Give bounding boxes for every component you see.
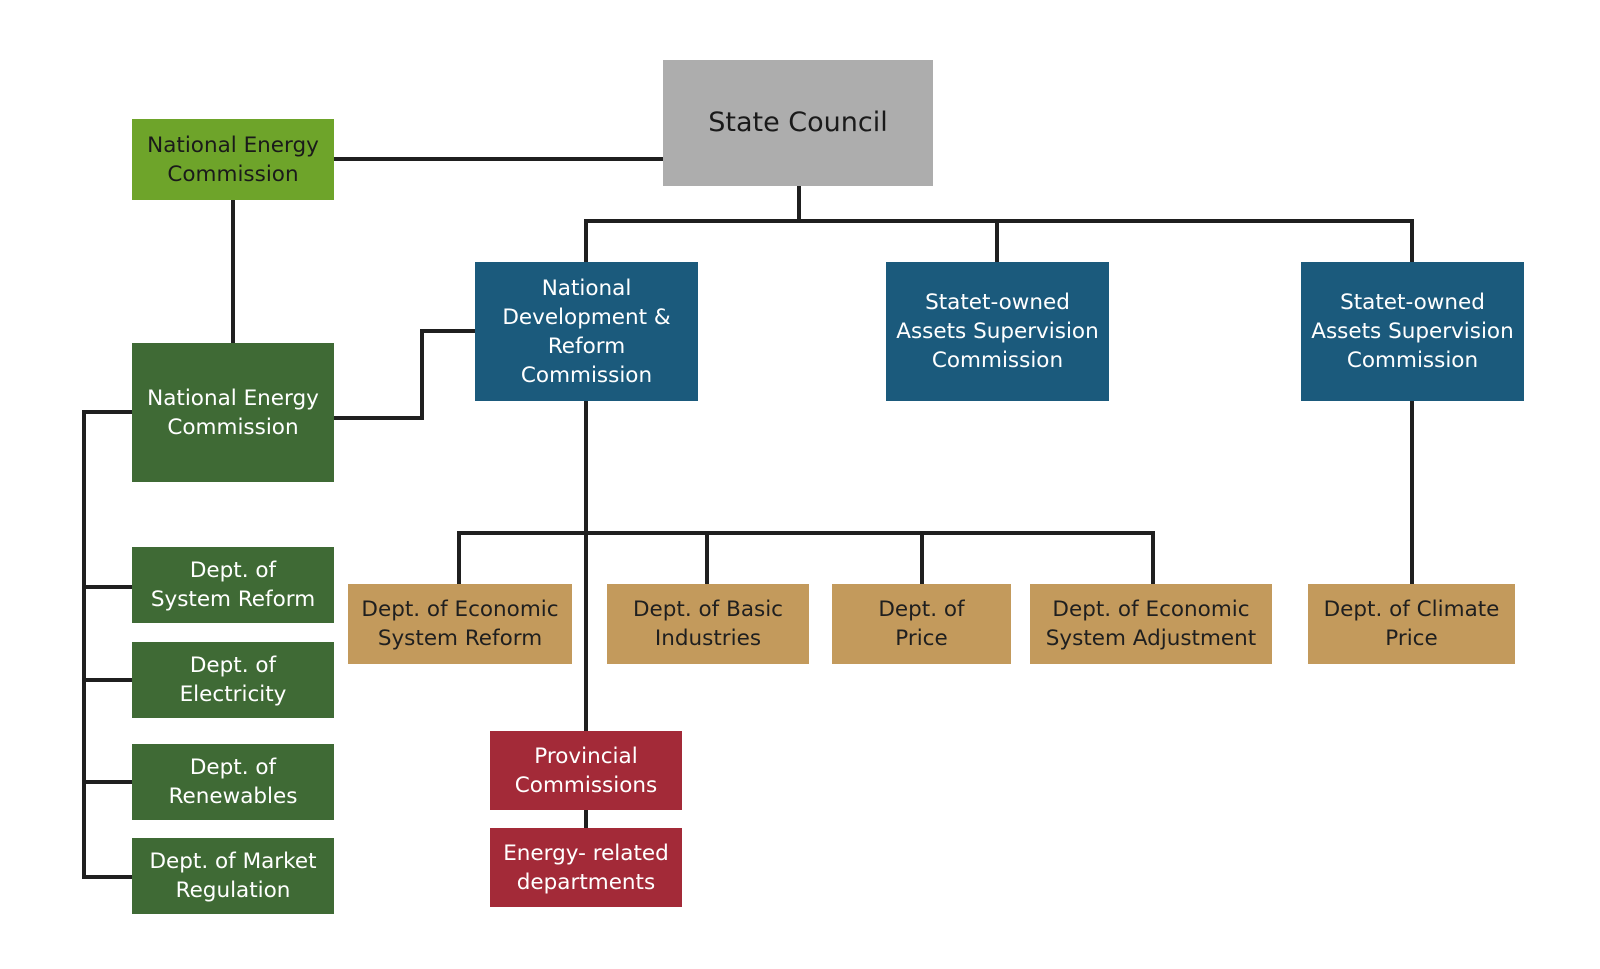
connector-ndrc-dept-bus [457,531,1155,584]
dept-market-regulation-box: Dept. of Market Regulation [132,838,334,914]
dept-climate-price-box: Dept. of Climate Price [1308,584,1515,664]
dept-electricity-box: Dept. of Electricity [132,642,334,718]
dept-economic-system-adjustment-box: Dept. of Economic System Adjustment [1030,584,1272,664]
state-council-box: State Council [663,60,933,186]
dept-system-reform-box: Dept. of System Reform [132,547,334,623]
dept-economic-system-reform-box: Dept. of Economic System Reform [348,584,572,664]
national-energy-commission-box: National Energy Commission [132,343,334,482]
energy-related-departments-box: Energy- related departments [490,828,682,907]
connector-nec-to-ndrc [334,329,475,420]
ndrc-box: National Development & Reform Commission [475,262,698,401]
dept-renewables-box: Dept. of Renewables [132,744,334,820]
sasac-box-1: Statet-owned Assets Supervision Commissi… [886,262,1109,401]
provincial-commissions-box: Provincial Commissions [490,731,682,810]
national-energy-commission-top-box: National Energy Commission [132,119,334,200]
dept-basic-industries-box: Dept. of Basic Industries [607,584,809,664]
dept-price-box: Dept. of Price [832,584,1011,664]
connector-nec-left-bus [82,410,132,879]
sasac-box-2: Statet-owned Assets Supervision Commissi… [1301,262,1524,401]
